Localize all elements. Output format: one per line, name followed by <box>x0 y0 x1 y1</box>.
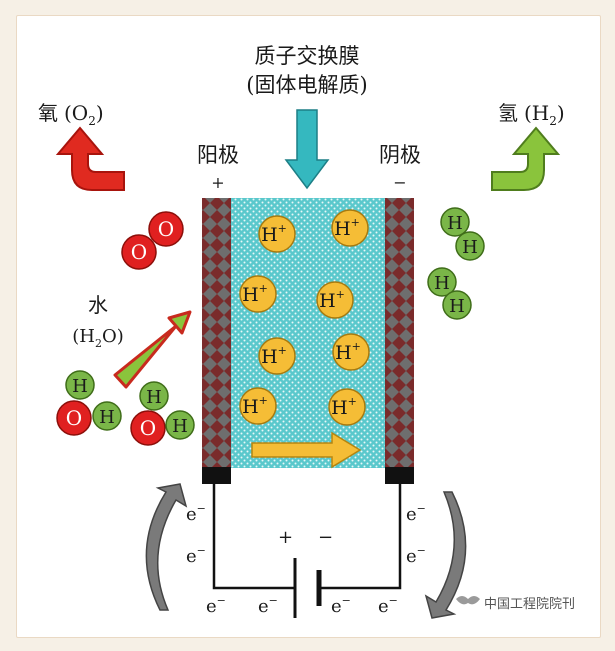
electron-label: e− <box>186 502 206 525</box>
anode-sign: + <box>211 173 224 192</box>
oxygen-atom: O <box>56 400 92 436</box>
atom-symbol: H <box>146 387 162 408</box>
atom-symbol: O <box>140 416 156 440</box>
membrane-subtitle: (固体电解质) <box>246 73 367 97</box>
proton-flow-arrow-icon <box>251 431 362 469</box>
membrane-arrow-icon <box>284 109 330 190</box>
atom-symbol: O <box>131 240 147 264</box>
external-circuit-wire <box>212 484 402 590</box>
proton-ion: H+ <box>258 337 296 375</box>
oxygen-atom: O <box>121 234 157 270</box>
proton-ion: H+ <box>332 333 370 371</box>
cathode-electrode <box>385 198 414 468</box>
proton-ion: H+ <box>328 388 366 426</box>
electron-label: e− <box>186 544 206 567</box>
protons-layer: H+ H+ H+ H+ H+ H+ H+ H+ <box>239 209 370 426</box>
oxygen-atom: O <box>148 211 184 247</box>
electron-label: e− <box>406 502 426 525</box>
electron-label: e− <box>258 594 278 617</box>
water-label: 水 <box>88 293 108 317</box>
electrons-layer: e− e− e− e− e− e− e− e− <box>186 502 426 617</box>
cathode-label: 阴极 <box>379 143 421 167</box>
proton-ion: H+ <box>258 215 296 253</box>
atom-symbol: H <box>434 273 450 294</box>
hydrogen-atom: H <box>442 290 472 320</box>
hydrogen-atom: H <box>440 207 470 237</box>
atom-symbol: H <box>72 376 88 397</box>
water-in-arrow-icon <box>113 310 192 389</box>
battery-plus-sign: + <box>278 527 293 548</box>
proton-ion: H+ <box>239 275 277 313</box>
atom-symbol: H <box>449 296 465 317</box>
atom-symbol: H <box>462 237 478 258</box>
membrane-title: 质子交换膜 <box>255 44 360 68</box>
oxygen-label: 氧(O2) <box>38 101 104 128</box>
atom-symbol: O <box>66 406 82 430</box>
atom-symbol: H <box>447 213 463 234</box>
cathode-sign: − <box>393 173 406 192</box>
atom-symbol: H <box>172 416 188 437</box>
electron-label: e− <box>406 544 426 567</box>
atom-symbol: O <box>158 217 174 241</box>
hydrogen-atom: H <box>427 267 457 297</box>
electron-label: e− <box>331 594 351 617</box>
cathode-electron-flow-icon <box>424 491 467 619</box>
atom-symbol: H <box>99 407 115 428</box>
proton-ion: H+ <box>239 387 277 425</box>
battery-minus-sign: − <box>318 527 333 548</box>
electron-label: e− <box>206 594 226 617</box>
electron-label: e− <box>378 594 398 617</box>
hydrogen-atom: H <box>455 231 485 261</box>
proton-ion: H+ <box>331 209 369 247</box>
hydrogen-atom: H <box>165 410 195 440</box>
hydrogen-out-arrow-icon <box>491 126 561 191</box>
watermark-logo-icon <box>456 596 480 605</box>
hydrogen-label: 氢(H2) <box>498 101 565 128</box>
anode-electron-flow-icon <box>145 483 188 611</box>
proton-ion: H+ <box>316 281 354 319</box>
anode-terminal <box>202 467 231 484</box>
water-formula: (H2O) <box>72 326 124 350</box>
hydrogen-atom: H <box>65 370 95 400</box>
hydrogen-atom: H <box>92 401 122 431</box>
watermark-text: 中国工程院院刊 <box>484 597 575 612</box>
cathode-terminal <box>385 467 414 484</box>
oxygen-out-arrow-icon <box>55 126 125 191</box>
oxygen-atom: O <box>130 410 166 446</box>
hydrogen-atom: H <box>139 381 169 411</box>
anode-electrode <box>202 198 231 468</box>
anode-label: 阳极 <box>197 143 239 167</box>
